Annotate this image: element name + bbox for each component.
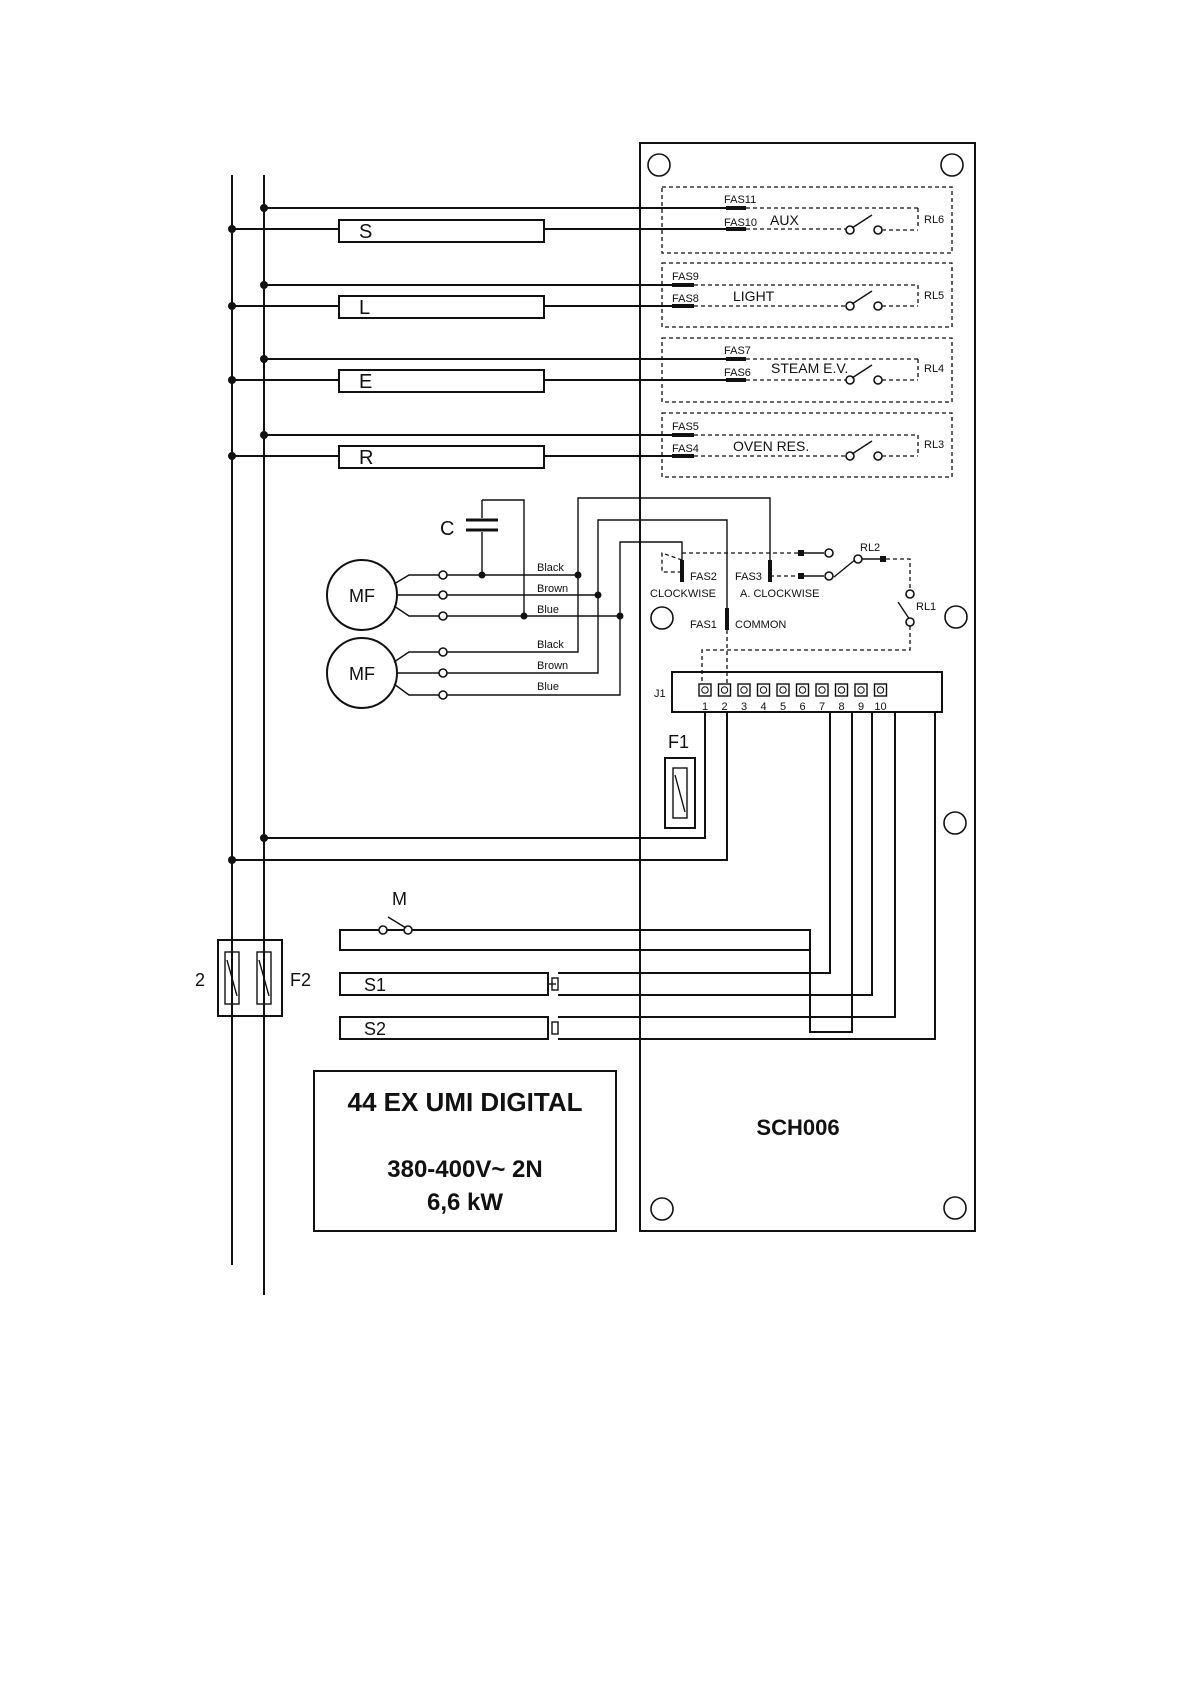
wire-blue-label: Blue [537, 604, 559, 616]
mount-hole-icon [944, 1197, 966, 1219]
light-label: LIGHT [733, 288, 775, 304]
mount-hole-icon [651, 1198, 673, 1220]
rl2-label: RL2 [860, 542, 880, 554]
pin-number-label: 6 [799, 701, 805, 713]
fas5-label: FAS5 [672, 421, 699, 433]
motor-2-label: MF [349, 664, 375, 684]
capacitor-label: C [440, 518, 454, 540]
probe-s1-label: S1 [364, 975, 386, 995]
switch-m-label: M [392, 889, 407, 909]
oven-res-label: OVEN RES. [733, 438, 809, 454]
fuse-f1-label: F1 [668, 732, 689, 752]
wire-brown-label: Brown [537, 583, 568, 595]
common-label: COMMON [735, 619, 786, 631]
pin-number-label: 8 [838, 701, 844, 713]
wire-blue-label: Blue [537, 681, 559, 693]
load-l-label: L [359, 297, 370, 319]
mount-hole-icon [648, 154, 670, 176]
pin-number-label: 2 [721, 701, 727, 713]
pin-number-label: 9 [858, 701, 864, 713]
fas9-label: FAS9 [672, 271, 699, 283]
terminal-pin [758, 684, 770, 696]
probe-s1: S1 [340, 712, 872, 995]
mount-hole-icon [941, 154, 963, 176]
motor-direction-relays: FAS2 CLOCKWISE FAS3 A. CLOCKWISE FAS1 CO… [650, 542, 936, 690]
fas11-label: FAS11 [724, 194, 756, 206]
fas10-label: FAS10 [724, 217, 757, 229]
terminal-pin [719, 684, 731, 696]
clockwise-label: CLOCKWISE [650, 588, 716, 600]
rl4-label: RL4 [924, 363, 944, 375]
board-code: SCH006 [756, 1115, 839, 1140]
fas1-label: FAS1 [690, 619, 717, 631]
relay-block-rl3: R FAS5 FAS4 OVEN RES. RL3 [228, 413, 952, 477]
rl3-label: RL3 [924, 439, 944, 451]
load-s-label: S [359, 221, 372, 243]
terminal-pin [797, 684, 809, 696]
steam-ev-label: STEAM E.V. [771, 360, 848, 376]
terminal-pin [816, 684, 828, 696]
terminal-pin [836, 684, 848, 696]
wire-black-label: Black [537, 562, 564, 574]
fas6-label: FAS6 [724, 367, 751, 379]
rl5-label: RL5 [924, 290, 944, 302]
motor-1-label: MF [349, 586, 375, 606]
load-e-label: E [359, 371, 372, 393]
pin-number-label: 3 [741, 701, 747, 713]
fas4-label: FAS4 [672, 443, 699, 455]
voltage-label: 380-400V~ 2N [387, 1156, 542, 1183]
relay-block-rl6: S FAS11 FAS10 AUX RL6 [228, 187, 952, 253]
fan-motor-1: MF Black Brown Blue [327, 560, 624, 630]
fas8-label: FAS8 [672, 293, 699, 305]
rl1-label: RL1 [916, 601, 936, 613]
fan-motor-2: MF Black Brown Blue [327, 498, 770, 708]
pin-number-label: 1 [702, 701, 708, 713]
aux-label: AUX [770, 212, 799, 228]
relay-block-rl4: E FAS7 FAS6 STEAM E.V. RL4 [228, 338, 952, 402]
title-box: 44 EX UMI DIGITAL 380-400V~ 2N 6,6 kW [314, 1071, 616, 1231]
fuse-f1: F1 [228, 712, 727, 864]
rl6-label: RL6 [924, 214, 944, 226]
terminal-pin [699, 684, 711, 696]
terminal-pin [855, 684, 867, 696]
pin-row: 1 2 3 4 5 6 7 8 9 10 [699, 684, 887, 713]
fuse-f2-label: F2 [290, 970, 311, 990]
mount-hole-icon [651, 607, 673, 629]
mount-hole-icon [945, 606, 967, 628]
fuse-partial-label: 2 [195, 970, 205, 990]
mount-hole-icon [944, 812, 966, 834]
model-title: 44 EX UMI DIGITAL [348, 1087, 583, 1117]
connector-j1: J1 1 2 3 4 5 6 7 8 9 10 [654, 672, 942, 713]
wire-black-label: Black [537, 639, 564, 651]
j1-label: J1 [654, 688, 666, 700]
terminal-pin [875, 684, 887, 696]
capacitor: C [440, 500, 528, 620]
terminal-pin [777, 684, 789, 696]
pin-number-label: 10 [874, 701, 886, 713]
terminal-pin [738, 684, 750, 696]
fas3-label: FAS3 [735, 571, 762, 583]
load-r-label: R [359, 447, 373, 469]
pin-number-label: 7 [819, 701, 825, 713]
pin-number-label: 4 [760, 701, 766, 713]
pin-number-label: 5 [780, 701, 786, 713]
probe-s2-label: S2 [364, 1019, 386, 1039]
anticlockwise-label: A. CLOCKWISE [740, 588, 819, 600]
power-label: 6,6 kW [427, 1189, 503, 1216]
fas7-label: FAS7 [724, 345, 751, 357]
supply-lines [232, 175, 264, 1295]
fas2-label: FAS2 [690, 571, 717, 583]
wire-brown-label: Brown [537, 660, 568, 672]
relay-block-rl5: L FAS9 FAS8 LIGHT RL5 [228, 263, 952, 327]
fuse-f2: F2 2 [195, 940, 311, 1016]
